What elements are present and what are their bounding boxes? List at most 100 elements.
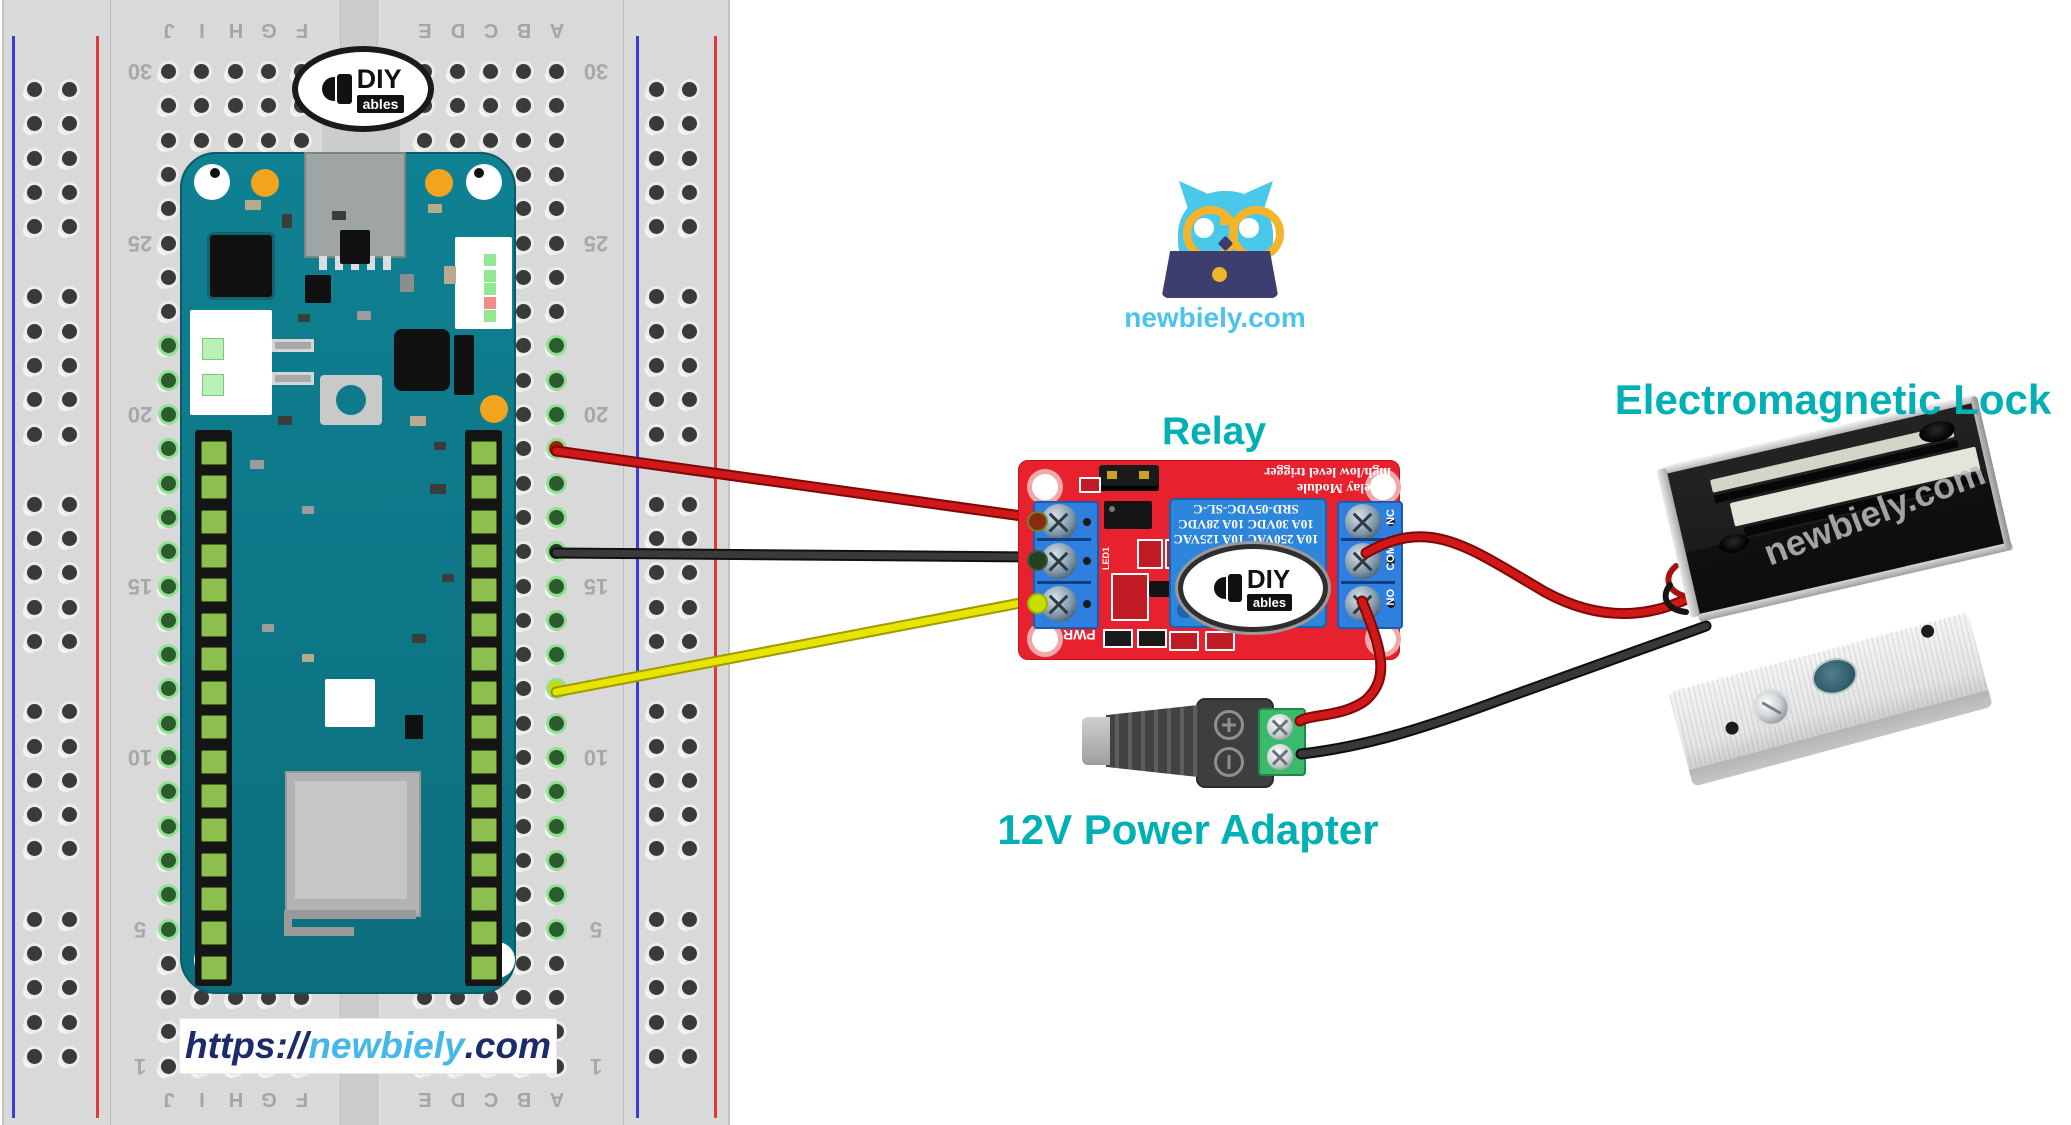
rail-hole <box>649 426 664 442</box>
breadboard-hole <box>516 201 531 217</box>
breadboard-hole <box>161 578 176 594</box>
breadboard-hole <box>516 407 531 422</box>
rail-hole <box>682 634 697 649</box>
breadboard-hole <box>483 132 498 148</box>
rail-hole <box>27 565 42 581</box>
breadboard-hole <box>549 475 564 491</box>
antenna <box>284 910 292 936</box>
pin-pad <box>471 784 497 808</box>
breadboard-hole <box>516 269 531 285</box>
column-letter-label: A <box>549 19 565 41</box>
pin-pad <box>471 921 497 946</box>
rail-hole <box>682 426 697 442</box>
newbiely-logo <box>1130 175 1330 335</box>
breadboard-hole <box>516 921 531 937</box>
rail-hole <box>649 1014 664 1030</box>
breadboard-hole <box>261 64 276 79</box>
rail-hole <box>682 911 697 927</box>
optocoupler <box>1104 501 1152 529</box>
diyables-logo: DIY ables <box>292 46 434 132</box>
rail-hole <box>27 150 42 166</box>
breadboard-hole <box>483 64 498 79</box>
rail-hole <box>649 116 664 132</box>
breadboard-hole <box>549 441 564 457</box>
led-connector <box>455 237 512 329</box>
terminal-screw <box>1345 586 1381 622</box>
rail-hole <box>649 980 664 996</box>
rail-hole <box>682 392 697 408</box>
terminal-sep <box>1037 538 1091 541</box>
connector-pad <box>202 338 224 360</box>
rail-hole <box>649 358 664 373</box>
row-number-label: 10 <box>127 745 153 770</box>
silk-bracket <box>1103 629 1133 648</box>
rail-hole <box>682 980 697 996</box>
column-letter-label: G <box>261 1088 277 1110</box>
breadboard-hole <box>450 132 465 148</box>
rail-hole <box>27 219 42 235</box>
pin-pad <box>201 475 227 500</box>
terminal-screw <box>1345 504 1381 540</box>
passive-component <box>400 274 414 292</box>
power-rail-line <box>714 36 717 1118</box>
usb-pin <box>319 256 327 270</box>
row-number-label: 1 <box>133 1053 147 1079</box>
breadboard-hole <box>516 98 531 114</box>
breadboard-hole <box>549 372 564 388</box>
rail-hole <box>649 945 664 961</box>
rail-hole <box>27 82 42 97</box>
lock-bottom-edge <box>1697 541 2014 623</box>
rail-hole <box>62 980 77 996</box>
row-number-label: 10 <box>583 745 609 770</box>
row-number-label: 5 <box>589 916 603 942</box>
relay-model: SRD-05VDC-SL-C <box>1193 502 1299 517</box>
breadboard-hole <box>161 750 176 765</box>
pwr-label: PWR <box>1063 627 1096 643</box>
rail-hole <box>62 807 77 823</box>
column-letter-label: F <box>295 1088 309 1110</box>
breadboard-hole <box>516 304 531 320</box>
rail-hole <box>27 1014 42 1030</box>
rail-hole <box>649 565 664 581</box>
pin-pad <box>471 886 497 911</box>
rail-hole <box>27 323 42 339</box>
passive-component <box>412 634 426 643</box>
breadboard-hole <box>161 407 176 422</box>
breadboard-hole <box>161 955 176 971</box>
laptop-dot <box>1212 267 1227 282</box>
fiducial <box>210 168 220 178</box>
relay-rating-vdc: 10A 30VDC 10A 28VDC <box>1178 517 1314 532</box>
rail-hole <box>649 219 664 235</box>
breadboard-hole <box>161 338 176 354</box>
breadboard-hole <box>161 681 176 697</box>
column-letter-label: D <box>450 1088 466 1110</box>
terminal-dot <box>1083 518 1091 526</box>
breadboard-hole <box>161 1058 176 1074</box>
usb-pin <box>335 256 343 270</box>
rail-hole <box>649 323 664 339</box>
rail-hole <box>27 704 42 720</box>
arduino-mkr-board <box>180 105 516 994</box>
rail-hole <box>62 392 77 408</box>
passive-component <box>430 484 446 494</box>
breadboard-hole <box>516 441 531 457</box>
rail-hole <box>62 565 77 581</box>
breadboard-hole <box>161 201 176 217</box>
breadboard-hole <box>161 372 176 388</box>
row-number-label: 20 <box>127 402 153 427</box>
rail-hole <box>27 945 42 961</box>
rail-hole <box>682 531 697 547</box>
breadboard-hole <box>161 921 176 937</box>
power-rail-line <box>96 36 99 1118</box>
pin-pad <box>201 852 227 877</box>
rail-hole <box>62 184 77 200</box>
transistor <box>1149 581 1173 597</box>
breadboard-hole <box>194 132 209 148</box>
rail-hole <box>682 945 697 961</box>
passive-component <box>428 204 442 213</box>
breadboard-hole <box>516 132 531 148</box>
breadboard-hole <box>549 715 564 731</box>
rail-hole <box>62 1048 77 1064</box>
pin-pad <box>201 749 227 774</box>
